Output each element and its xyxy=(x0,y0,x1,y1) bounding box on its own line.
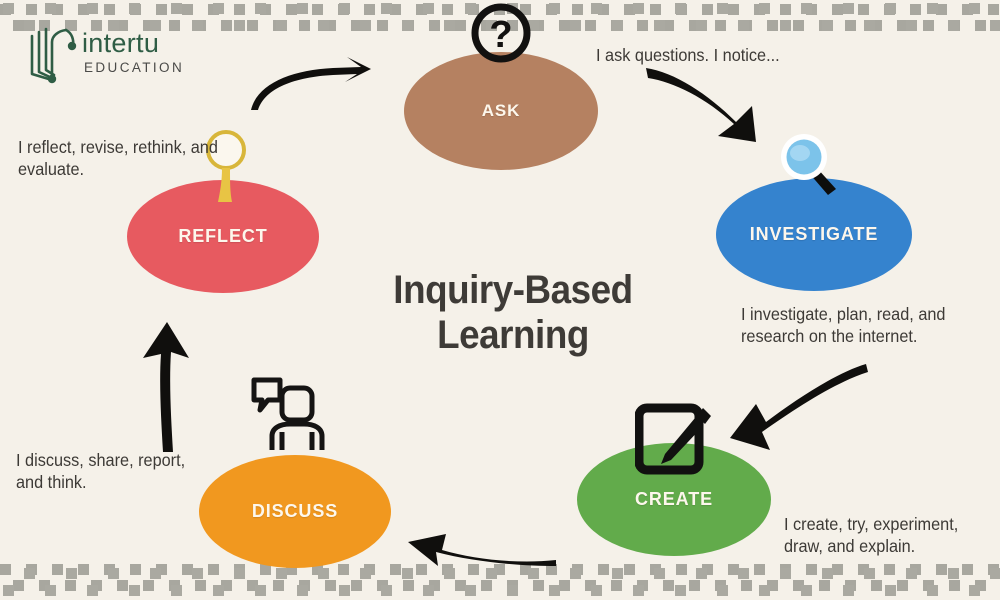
open-book-icon xyxy=(30,27,77,84)
caption-reflect: I reflect, revise, rethink, and evaluate… xyxy=(18,137,218,180)
diagram-title: Inquiry-Based Learning xyxy=(393,268,633,357)
bottom-border-pattern xyxy=(0,560,1000,600)
brand-name: intertu xyxy=(82,28,160,58)
caption-create: I create, try, experiment, draw, and exp… xyxy=(784,514,959,557)
brand-logo: intertu EDUCATION xyxy=(22,22,192,84)
cycle-node-investigate[interactable]: INVESTIGATE xyxy=(716,178,912,291)
node-label-create: CREATE xyxy=(634,489,714,509)
brand-tagline: EDUCATION xyxy=(84,60,185,75)
node-label-reflect: REFLECT xyxy=(178,226,268,246)
arrow-discuss-to-reflect xyxy=(143,322,189,452)
cycle-node-create[interactable]: CREATE xyxy=(577,443,771,556)
arrow-investigate-to-create xyxy=(730,364,868,450)
cycle-node-ask[interactable]: ASK xyxy=(404,52,598,170)
cycle-node-discuss[interactable]: DISCUSS xyxy=(199,455,391,568)
lightbulb-icon xyxy=(206,130,246,202)
arrow-reflect-to-ask xyxy=(251,57,371,110)
arrow-create-to-discuss xyxy=(408,534,556,566)
magnifying-glass-icon xyxy=(781,134,836,195)
caption-discuss: I discuss, share, report, and think. xyxy=(16,450,186,493)
caption-ask: I ask questions. I notice... xyxy=(596,45,780,65)
arrow-ask-to-investigate xyxy=(646,68,756,142)
question-mark-circle-icon: ? xyxy=(471,3,531,63)
node-label-discuss: DISCUSS xyxy=(251,501,339,521)
pencil-edit-square-icon xyxy=(635,403,711,475)
person-speech-bubble-icon xyxy=(251,377,325,450)
svg-text:?: ? xyxy=(489,14,512,56)
node-label-investigate: INVESTIGATE xyxy=(749,224,879,244)
node-label-ask: ASK xyxy=(481,101,521,120)
caption-investigate: I investigate, plan, read, and research … xyxy=(741,304,946,347)
